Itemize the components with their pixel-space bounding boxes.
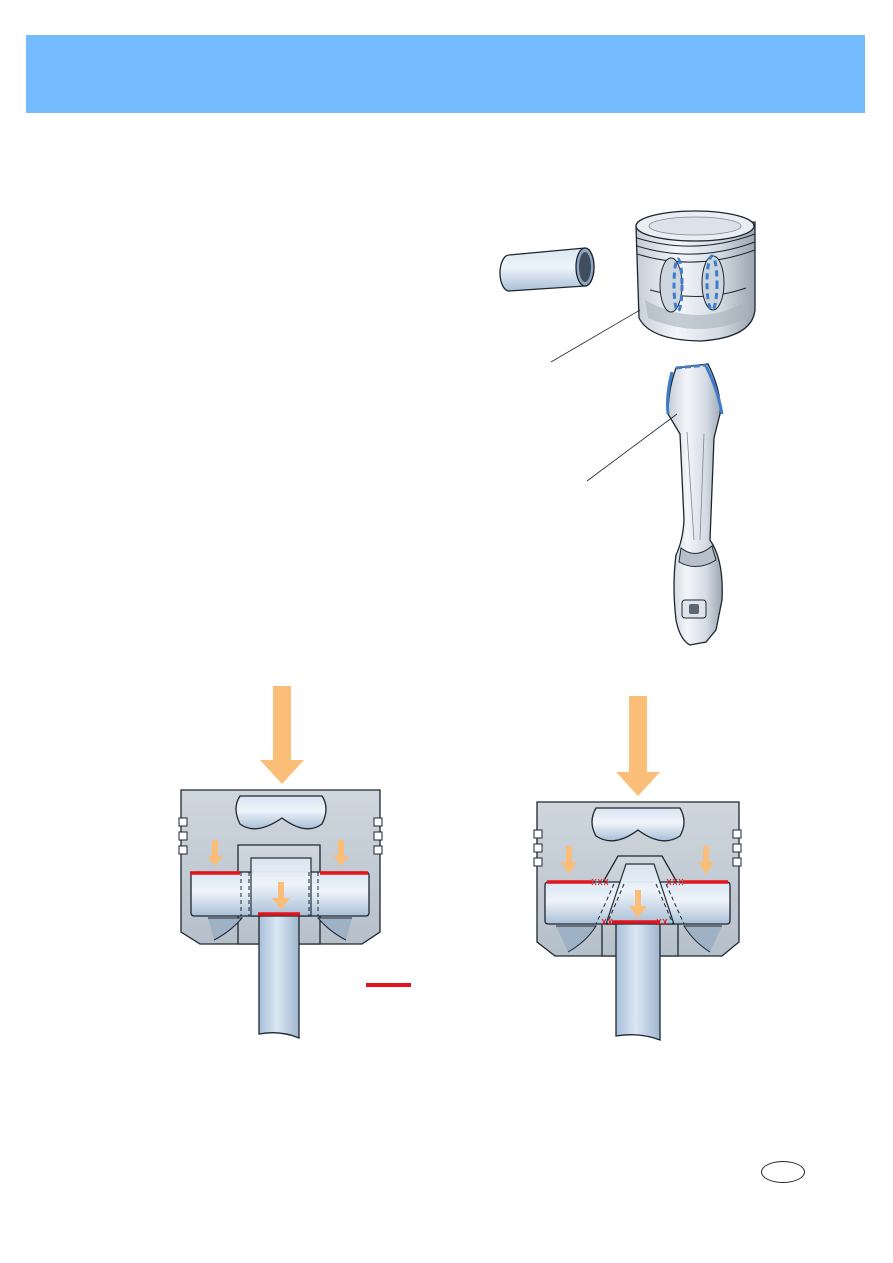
piston-with-coated-pin-bores bbox=[635, 210, 756, 342]
header-bar bbox=[26, 35, 865, 113]
page-number-badge bbox=[761, 1161, 805, 1183]
leader-line-piston bbox=[550, 309, 641, 363]
piston-pin bbox=[499, 247, 595, 292]
leader-line-rod bbox=[586, 413, 678, 482]
connecting-rod-with-coated-small-end bbox=[666, 363, 724, 646]
force-diagram-standard-pin-boss bbox=[178, 686, 383, 1039]
force-diagram-trapezoidal-pin-boss bbox=[533, 696, 742, 1041]
